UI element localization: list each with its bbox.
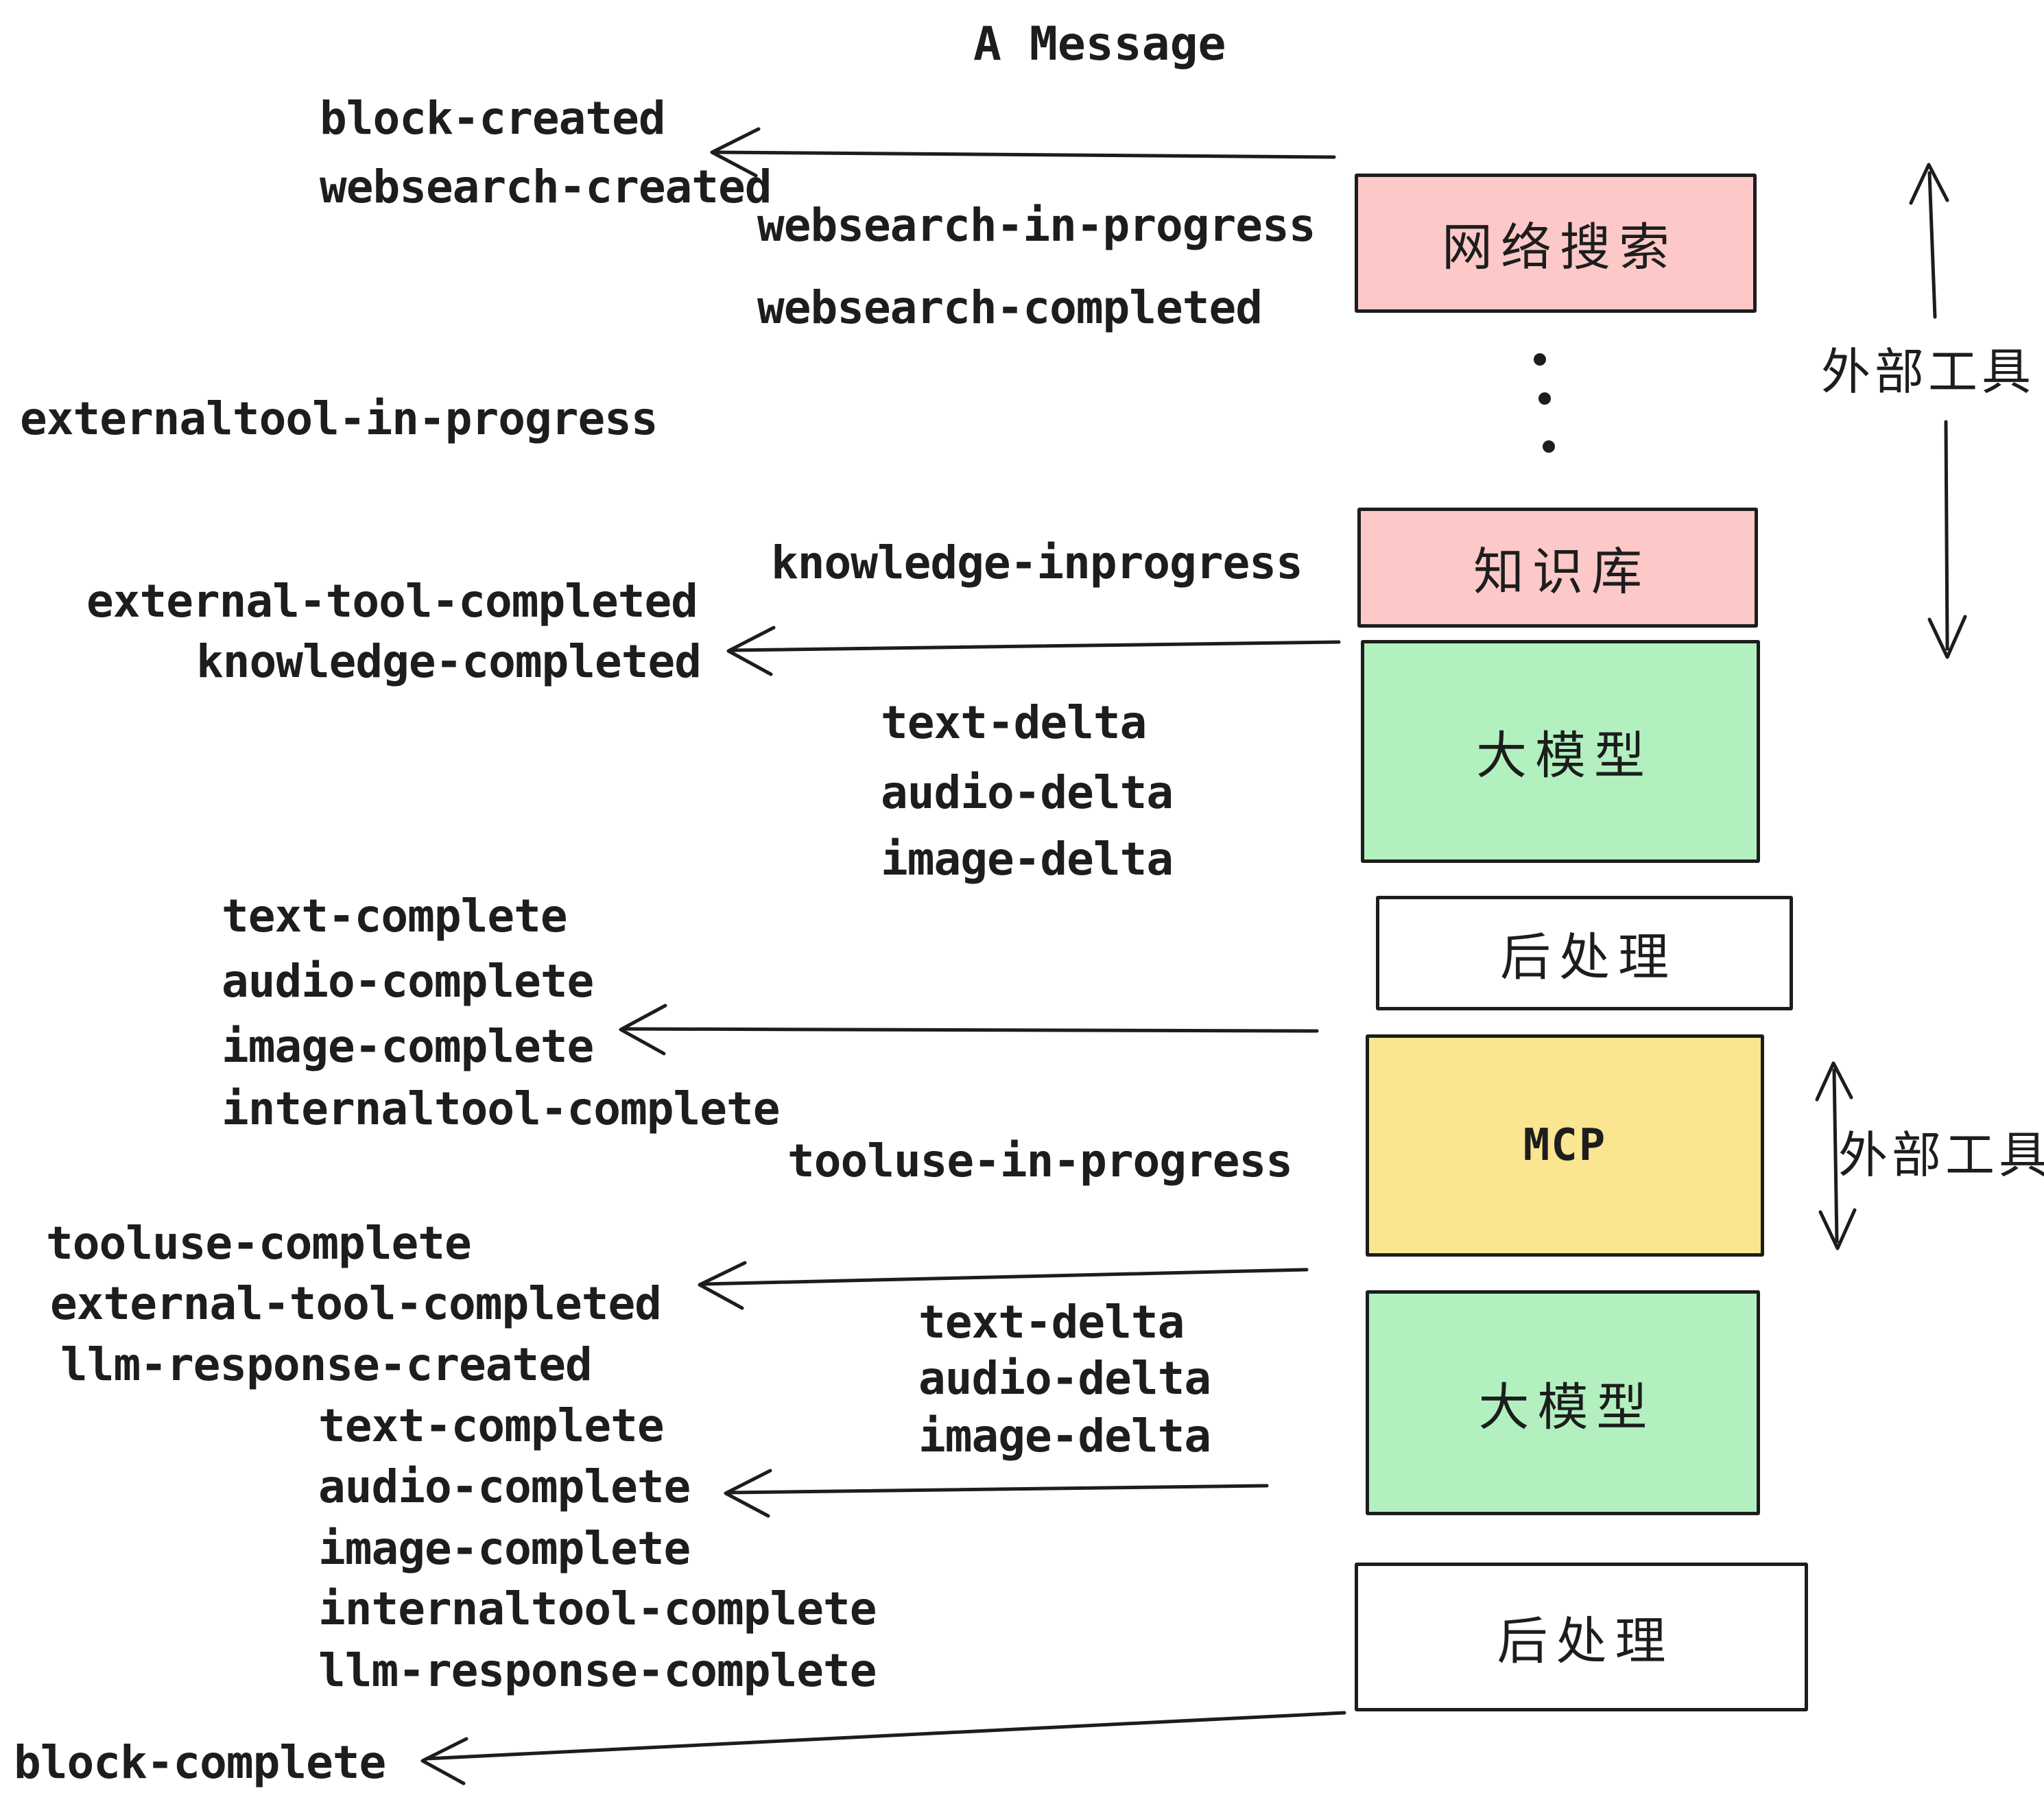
arrow-double-mcp-external-tools-icon — [1817, 1063, 1855, 1248]
event-block-created: block-created — [320, 92, 666, 145]
box-llm-1-label: 大模型 — [1476, 726, 1653, 785]
event-externaltool-in-progress: externaltool-in-progress — [20, 392, 658, 445]
event-websearch-completed: websearch-completed — [757, 281, 1263, 334]
event-text-complete: text-complete — [222, 890, 568, 942]
event-image-delta-2: image-delta — [918, 1410, 1211, 1462]
event-external-tool-completed: external-tool-completed — [86, 575, 698, 628]
event-text-complete-2: text-complete — [318, 1399, 665, 1452]
event-knowledge-completed: knowledge-completed — [196, 635, 702, 688]
box-llm-1: 大模型 — [1361, 640, 1760, 863]
event-audio-complete-2: audio-complete — [318, 1460, 691, 1513]
box-knowledge: 知识库 — [1357, 508, 1758, 628]
event-audio-delta-2: audio-delta — [918, 1352, 1211, 1405]
event-image-delta: image-delta — [881, 833, 1174, 886]
event-text-delta-2: text-delta — [918, 1296, 1185, 1349]
event-image-complete-2: image-complete — [318, 1522, 691, 1575]
box-postprocess-2: 后处理 — [1355, 1563, 1808, 1711]
side-label-external-tools-bottom: 外部工具 — [1838, 1126, 2044, 1184]
event-tooluse-in-progress: tooluse-in-progress — [787, 1135, 1293, 1187]
arrow-left-knowledge-completed-icon — [728, 628, 1339, 674]
box-websearch: 网络搜索 — [1355, 174, 1757, 313]
event-knowledge-inprogress: knowledge-inprogress — [771, 536, 1303, 589]
side-label-external-tools-top: 外部工具 — [1821, 343, 2036, 401]
event-llm-response-complete: llm-response-complete — [318, 1644, 877, 1697]
diagram-title: A Message — [973, 17, 1226, 71]
event-image-complete: image-complete — [222, 1020, 594, 1073]
box-postprocess-1-label: 后处理 — [1500, 928, 1677, 987]
box-postprocess-2-label: 后处理 — [1497, 1612, 1674, 1671]
event-llm-response-created: llm-response-created — [60, 1338, 593, 1391]
box-llm-2-label: 大模型 — [1478, 1377, 1656, 1437]
box-mcp: MCP — [1366, 1034, 1764, 1257]
arrow-left-external-tool-completed-icon — [700, 1263, 1307, 1308]
event-internaltool-complete-2: internaltool-complete — [318, 1582, 877, 1635]
box-knowledge-label: 知识库 — [1473, 543, 1650, 602]
event-block-complete: block-complete — [14, 1736, 386, 1789]
event-audio-complete: audio-complete — [222, 955, 594, 1008]
event-audio-delta: audio-delta — [881, 766, 1174, 819]
event-tooluse-complete: tooluse-complete — [46, 1217, 472, 1270]
box-postprocess-1: 后处理 — [1376, 896, 1793, 1010]
arrow-left-image-complete-icon — [621, 1006, 1317, 1054]
event-text-delta: text-delta — [881, 696, 1147, 749]
arrow-down-external-tools-top-icon — [1929, 422, 1965, 657]
event-external-tool-completed-2: external-tool-completed — [50, 1277, 662, 1330]
arrow-up-external-tools-top-icon — [1911, 165, 1947, 317]
arrow-left-audio-complete-icon — [726, 1471, 1267, 1516]
ellipsis-dots-icon — [1534, 353, 1555, 453]
event-websearch-in-progress: websearch-in-progress — [757, 199, 1316, 252]
event-internaltool-complete: internaltool-complete — [222, 1082, 780, 1135]
box-llm-2: 大模型 — [1366, 1290, 1760, 1515]
box-mcp-label: MCP — [1523, 1120, 1607, 1171]
arrow-left-block-complete-icon — [423, 1713, 1344, 1783]
box-websearch-label: 网络搜索 — [1442, 218, 1678, 277]
event-websearch-created: websearch-created — [320, 161, 772, 213]
arrow-left-block-created-icon — [712, 129, 1334, 176]
